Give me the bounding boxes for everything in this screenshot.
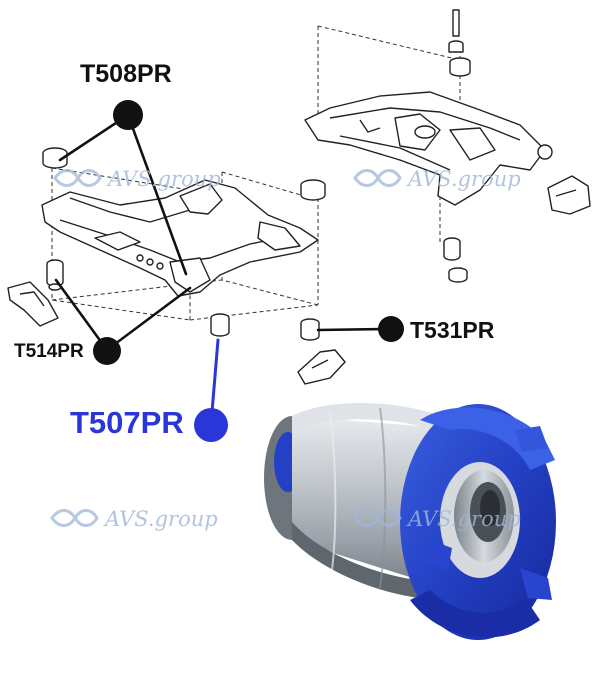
part-label-t508pr: T508PR <box>80 60 172 88</box>
watermark-text: AVS.group <box>406 167 521 191</box>
infinity-icon <box>353 169 402 187</box>
infinity-icon <box>53 169 102 187</box>
callout-line-t508-b <box>126 113 188 276</box>
part-label-t531pr: T531PR <box>410 317 495 343</box>
front-subframe-drawing <box>7 147 346 385</box>
watermark-text: AVS.group <box>406 507 521 531</box>
part-label-t514pr: T514PR <box>14 341 84 362</box>
callout-dot-t531 <box>378 316 404 342</box>
infinity-icon <box>353 509 402 527</box>
bushing-product-image <box>264 403 556 640</box>
watermark-text: AVS.group <box>103 507 218 531</box>
part-label-t507pr: T507PR <box>70 405 184 440</box>
callout-dot-t508 <box>113 100 143 130</box>
callout-dot-t514 <box>93 337 121 365</box>
callout-lines <box>54 113 392 352</box>
watermark-text: AVS.group <box>106 167 221 191</box>
callout-line-t531 <box>316 327 392 332</box>
watermarks <box>50 169 402 527</box>
infinity-icon <box>50 509 99 527</box>
callout-dot-t507 <box>194 408 228 442</box>
callout-line-t514-a <box>54 278 109 352</box>
rear-subframe-drawing <box>304 9 591 283</box>
callout-line-t514-b <box>105 286 192 352</box>
